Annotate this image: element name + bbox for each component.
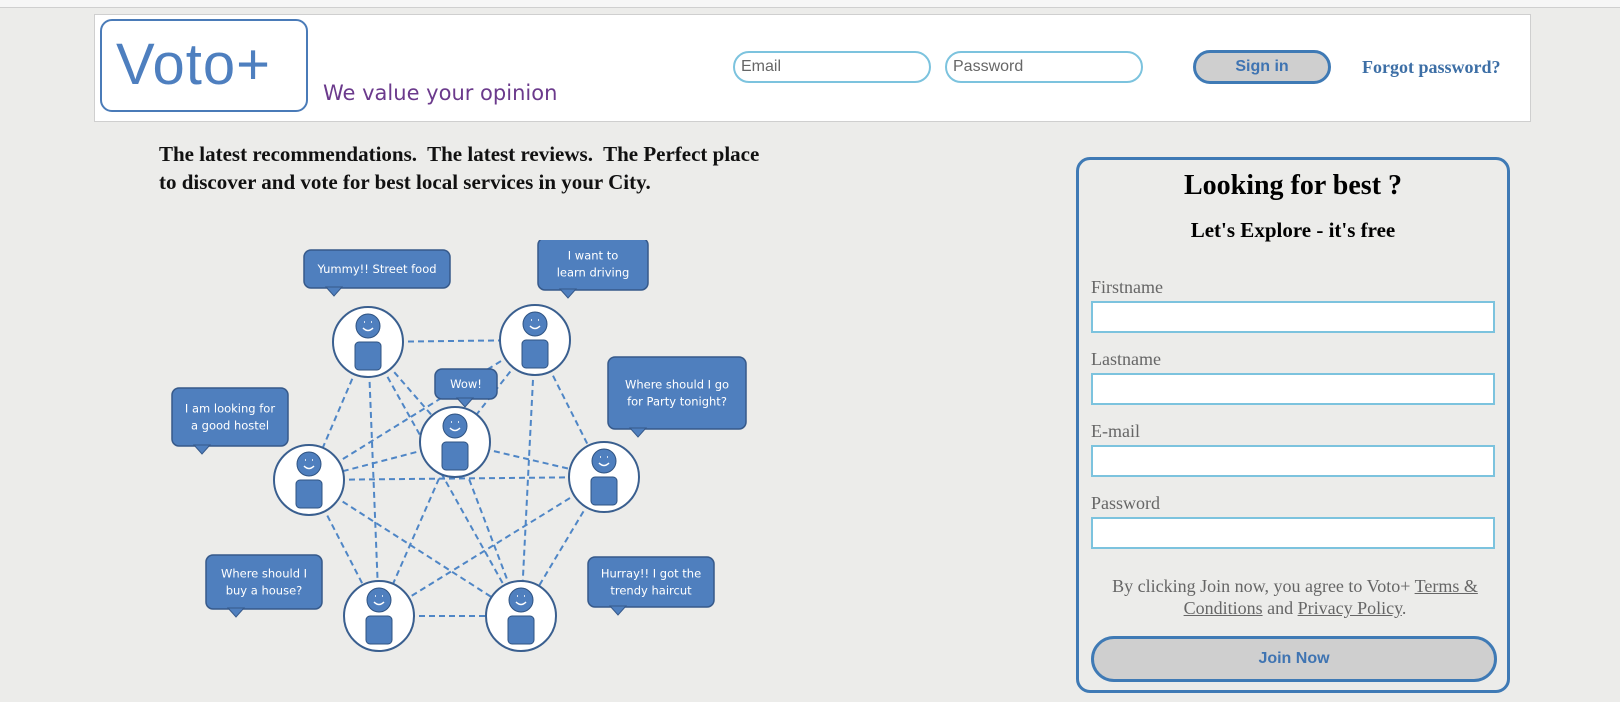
header-email-input[interactable]: [733, 51, 931, 83]
speech-bubble-text: a good hostel: [191, 419, 269, 433]
network-edge: [378, 476, 605, 617]
forgot-password-link[interactable]: Forgot password?: [1362, 57, 1501, 77]
speech-bubble: Hurray!! I got the trendy haircut: [587, 556, 715, 616]
tagline: We value your opinion: [323, 81, 558, 105]
speech-bubble-text: learn driving: [557, 266, 630, 280]
speech-bubble: Where should I buy a house?: [205, 554, 323, 618]
intro-line-1: The latest recommendations. The latest r…: [159, 142, 760, 166]
person-avatar-icon: [273, 444, 345, 516]
network-edge: [308, 479, 522, 617]
sign-in-button[interactable]: Sign in: [1193, 50, 1331, 84]
speech-bubble: Where should I go for Party tonight?: [607, 356, 747, 438]
person-avatar-icon: [568, 441, 640, 513]
password-input[interactable]: [1091, 517, 1495, 549]
privacy-link[interactable]: Privacy Policy: [1297, 598, 1402, 618]
join-now-button[interactable]: Join Now: [1091, 636, 1497, 682]
speech-bubble-text: I am looking for: [185, 402, 275, 416]
signup-title: Looking for best ?: [1183, 170, 1403, 201]
network-edge: [308, 339, 536, 481]
person-avatar-icon: [485, 580, 557, 652]
signup-subtitle: Let's Explore - it's free: [1190, 218, 1396, 242]
social-network-illustration: Yummy!! Street food I want to learn drivin…: [171, 240, 747, 652]
firstname-input[interactable]: [1091, 301, 1495, 333]
speech-bubble-text: Where should I go: [625, 378, 729, 392]
speech-bubble-text: Hurray!! I got the: [601, 567, 701, 581]
terms-suffix: .: [1401, 598, 1407, 618]
speech-bubble: I want to learn driving: [537, 240, 649, 299]
logo[interactable]: Voto+: [100, 19, 308, 112]
network-nodes: [273, 304, 640, 652]
speech-bubbles: Yummy!! Street food I want to learn drivin…: [171, 240, 747, 618]
speech-bubble-text: I want to: [568, 249, 619, 263]
terms-link[interactable]: Terms & Conditions: [1183, 576, 1478, 618]
firstname-label: Firstname: [1091, 277, 1163, 297]
speech-bubble: Wow!: [434, 368, 498, 408]
terms-notice: By clicking Join now, you agree to Voto+…: [1093, 575, 1497, 619]
speech-bubble-text: Yummy!! Street food: [316, 262, 436, 276]
speech-bubble-text: trendy haircut: [610, 584, 692, 598]
header-password-input[interactable]: [945, 51, 1143, 83]
person-avatar-icon: [343, 580, 415, 652]
network-edge: [308, 476, 605, 481]
signup-card: Looking for best ? Let's Explore - it's …: [1076, 157, 1510, 693]
password-label: Password: [1091, 493, 1161, 513]
speech-bubble: Yummy!! Street food: [303, 249, 451, 297]
speech-bubble-text: buy a house?: [226, 584, 303, 598]
terms-prefix: By clicking Join now, you agree to Voto+: [1112, 576, 1415, 596]
speech-bubble-text: Wow!: [450, 377, 482, 391]
person-avatar-icon: [332, 306, 404, 378]
site-header: Voto+ We value your opinion Sign in Forg…: [94, 14, 1531, 122]
lastname-input[interactable]: [1091, 373, 1495, 405]
terms-and: and: [1262, 598, 1298, 618]
network-edge: [367, 341, 380, 617]
person-avatar-icon: [419, 406, 491, 478]
browser-top-edge: [0, 0, 1620, 8]
intro-text: The latest recommendations. The latest r…: [159, 140, 819, 196]
lastname-label: Lastname: [1091, 349, 1161, 369]
network-edge: [367, 339, 536, 343]
logo-text: Voto+: [116, 32, 271, 97]
person-avatar-icon: [499, 304, 571, 376]
speech-bubble: I am looking for a good hostel: [171, 387, 289, 455]
email-label: E-mail: [1091, 421, 1140, 441]
speech-bubble-text: Where should I: [221, 567, 307, 581]
email-input[interactable]: [1091, 445, 1495, 477]
network-edge: [367, 341, 522, 617]
speech-bubble-text: for Party tonight?: [627, 395, 727, 409]
intro-line-2: to discover and vote for best local serv…: [159, 170, 651, 194]
network-edge: [520, 339, 536, 617]
